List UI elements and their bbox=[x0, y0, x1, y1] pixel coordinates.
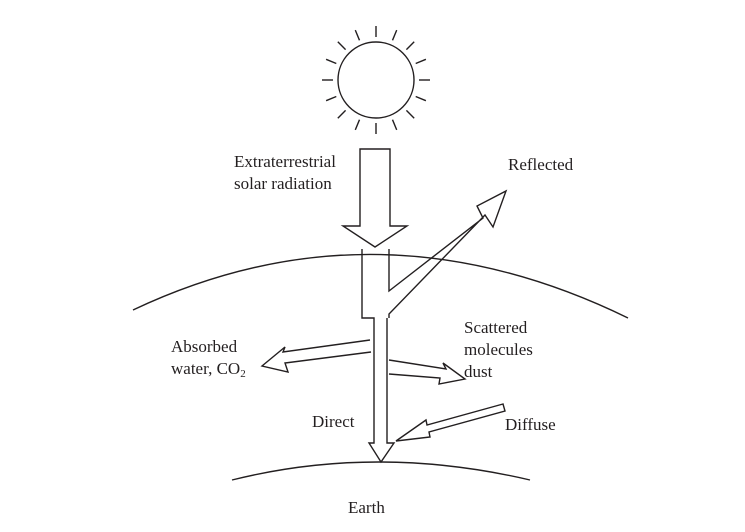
reflected-radiation-arrow bbox=[361, 189, 508, 338]
label-scattered-line3: dust bbox=[464, 362, 493, 381]
sun-ray bbox=[405, 109, 415, 119]
label-absorbed-co2-subscript: 2 bbox=[240, 368, 246, 380]
sun-rays bbox=[322, 26, 430, 134]
sun-disc bbox=[337, 41, 415, 119]
sun-ray bbox=[325, 95, 337, 102]
label-scattered-line2: molecules bbox=[464, 340, 533, 359]
direct-radiation-arrow bbox=[367, 318, 396, 464]
label-extraterrestrial-solar-radiation: Extraterrestrial solar radiation bbox=[234, 151, 336, 195]
label-extraterrestrial-line1: Extraterrestrial bbox=[234, 152, 336, 171]
label-absorbed: Absorbed water, CO2 bbox=[171, 336, 246, 380]
label-scattered: Scattered molecules dust bbox=[464, 317, 533, 383]
sun-icon bbox=[322, 26, 430, 134]
sun-ray bbox=[415, 95, 427, 102]
earth-surface bbox=[231, 461, 531, 481]
sun-ray bbox=[337, 41, 347, 51]
label-earth: Earth bbox=[348, 498, 385, 517]
sun-ray bbox=[354, 119, 361, 131]
incoming-radiation-arrow bbox=[340, 148, 410, 248]
sun-ray bbox=[354, 29, 361, 41]
label-direct: Direct bbox=[312, 412, 355, 431]
label-absorbed-line2: water, CO2 bbox=[171, 358, 246, 380]
sun-ray bbox=[415, 58, 427, 65]
diffuse-radiation-arrow bbox=[395, 403, 506, 442]
sun-ray bbox=[405, 41, 415, 51]
label-absorbed-line1: Absorbed bbox=[171, 337, 238, 356]
scattered-radiation-arrow bbox=[388, 359, 467, 385]
label-absorbed-co2-text: water, CO bbox=[171, 359, 241, 378]
label-diffuse: Diffuse bbox=[505, 415, 556, 434]
sun-ray bbox=[337, 109, 347, 119]
sun-ray bbox=[391, 119, 398, 131]
label-scattered-line1: Scattered bbox=[464, 318, 528, 337]
absorbed-radiation-arrow bbox=[260, 339, 372, 373]
label-extraterrestrial-line2: solar radiation bbox=[234, 174, 332, 193]
sun-ray bbox=[391, 29, 398, 41]
sun-ray bbox=[325, 58, 337, 65]
label-reflected: Reflected bbox=[508, 155, 574, 174]
atmosphere-boundary bbox=[132, 253, 629, 319]
